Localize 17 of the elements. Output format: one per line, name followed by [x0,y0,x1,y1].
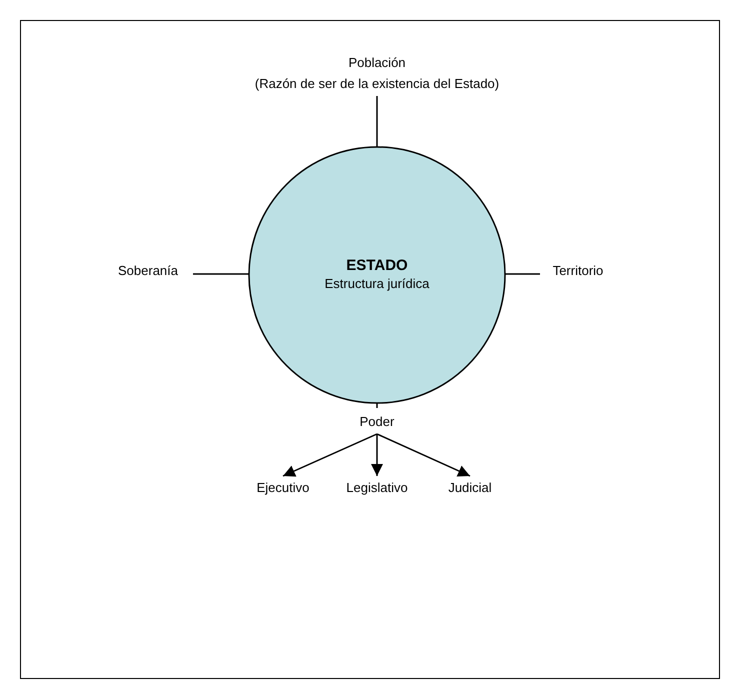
node-label: Soberanía [118,262,178,280]
connector-line [376,96,378,147]
connector-line [505,273,540,275]
node-subtitle: Estructura jurídica [324,275,430,293]
node-label: Judicial [448,478,492,496]
arrow [282,433,378,477]
node-label: Territorio [552,262,604,280]
connector-line [193,273,249,275]
node-label: Legislativo [346,478,408,497]
node-label: Ejecutivo [256,478,310,497]
connector-line [376,403,378,408]
arrow [376,433,470,477]
node-title: ESTADO [346,257,408,275]
node-label: Población [348,54,406,72]
node-label: Poder [360,412,394,430]
node-label: (Razón de ser de la existencia del Estado) [254,75,500,93]
arrow [371,434,383,476]
